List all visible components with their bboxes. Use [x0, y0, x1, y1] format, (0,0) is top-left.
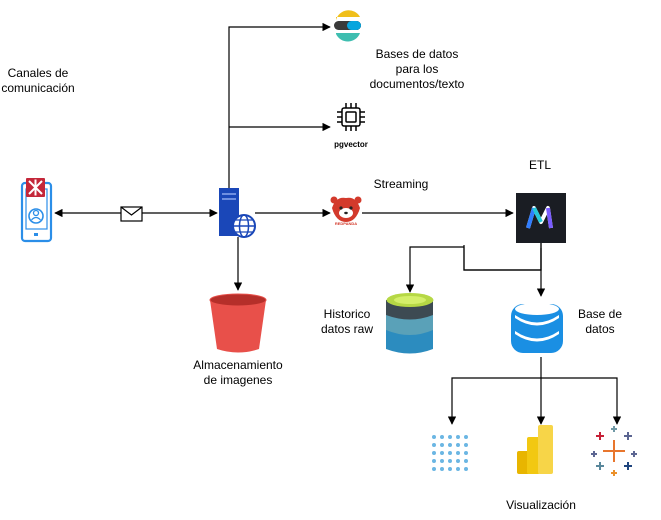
streaming-label: Streaming — [373, 177, 429, 191]
pgvector-chip-icon — [337, 103, 365, 131]
power-bi-icon — [517, 425, 553, 474]
docs-db-label-line2: para los — [395, 62, 439, 76]
history-label: Historico datos raw — [312, 307, 382, 337]
database-label: Base de datos — [568, 307, 632, 337]
elasticsearch-icon — [334, 10, 361, 42]
storage-label-line2: de imagenes — [203, 373, 273, 387]
web-server-icon — [219, 188, 256, 238]
channels-label-line2: comunicación — [1, 81, 75, 95]
redpanda-icon — [330, 196, 362, 222]
envelope-icon — [120, 206, 143, 222]
history-label-line1: Historico — [323, 307, 371, 321]
database-label-line2: datos — [585, 322, 615, 336]
data-lake-icon — [386, 293, 434, 354]
docs-db-label-line3: documentos/texto — [369, 77, 465, 91]
pgvector-label: pgvector — [334, 140, 368, 149]
visualization-label: Visualización — [506, 498, 576, 512]
etl-label: ETL — [528, 158, 551, 172]
database-icon — [511, 303, 563, 353]
history-label-line2: datos raw — [320, 322, 374, 336]
server-to-elastic-connector — [228, 22, 331, 188]
etl-split-connector — [405, 243, 542, 293]
docs-db-label: Bases de datos para los documentos/texto — [362, 47, 472, 92]
tableau-icon — [591, 426, 637, 476]
viz-branch-left-connector — [447, 377, 541, 425]
connectors — [54, 22, 622, 425]
grafana-dots-icon — [432, 435, 468, 471]
docs-db-label-line1: Bases de datos — [375, 47, 459, 61]
storage-label-line1: Almacenamiento — [193, 358, 283, 372]
mobile-phone-icon — [20, 178, 53, 243]
storage-bucket-icon — [209, 293, 267, 353]
meltano-icon — [516, 193, 566, 243]
channels-label-line1: Canales de — [7, 66, 69, 80]
etl-to-history-connector — [463, 245, 542, 271]
storage-label: Almacenamiento de imagenes — [178, 358, 298, 388]
redpanda-label: REDPANDA — [334, 221, 358, 226]
database-label-line1: Base de — [577, 307, 623, 321]
channels-label: Canales de comunicación — [0, 66, 76, 96]
viz-branch-right-connector — [541, 377, 622, 425]
